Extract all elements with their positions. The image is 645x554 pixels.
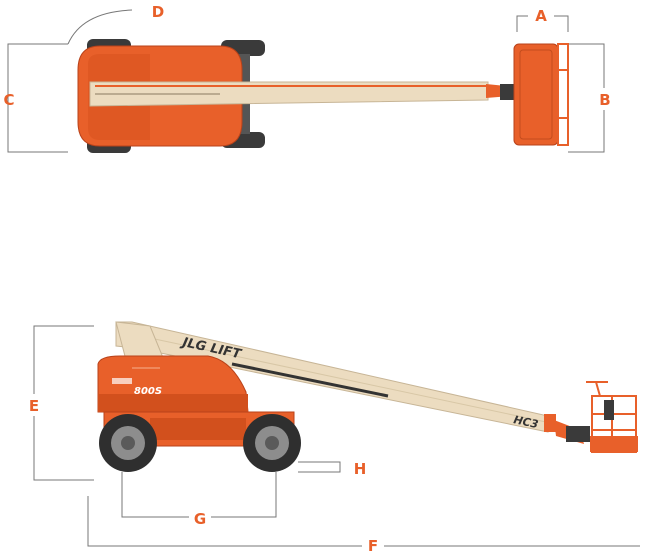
side-turntable: 800S bbox=[97, 355, 249, 413]
dimension-label-g: G bbox=[194, 510, 206, 528]
dimension-label-b: B bbox=[599, 91, 610, 109]
dimension-f-bracket bbox=[87, 496, 640, 547]
side-wheel-rear bbox=[243, 414, 301, 472]
top-view: C D A B bbox=[3, 3, 615, 153]
dimension-d-arc bbox=[67, 9, 133, 45]
dimension-label-f: F bbox=[368, 537, 378, 554]
dimension-label-h: H bbox=[354, 460, 367, 478]
dimension-label-d: D bbox=[152, 3, 164, 21]
side-wheel-front bbox=[99, 414, 157, 472]
dimension-h-bracket bbox=[298, 461, 341, 473]
dimension-label-c: C bbox=[3, 91, 14, 109]
dimension-label-a: A bbox=[535, 7, 547, 25]
boom-tag-decal: HC3 bbox=[512, 413, 539, 431]
side-view: E H G F JLG LIFT HC3 bbox=[24, 321, 640, 554]
top-platform bbox=[513, 43, 569, 146]
top-boom bbox=[89, 81, 489, 107]
model-decal: 800S bbox=[134, 386, 162, 397]
dimension-label-e: E bbox=[29, 397, 39, 415]
dimension-c-bracket bbox=[7, 43, 68, 153]
